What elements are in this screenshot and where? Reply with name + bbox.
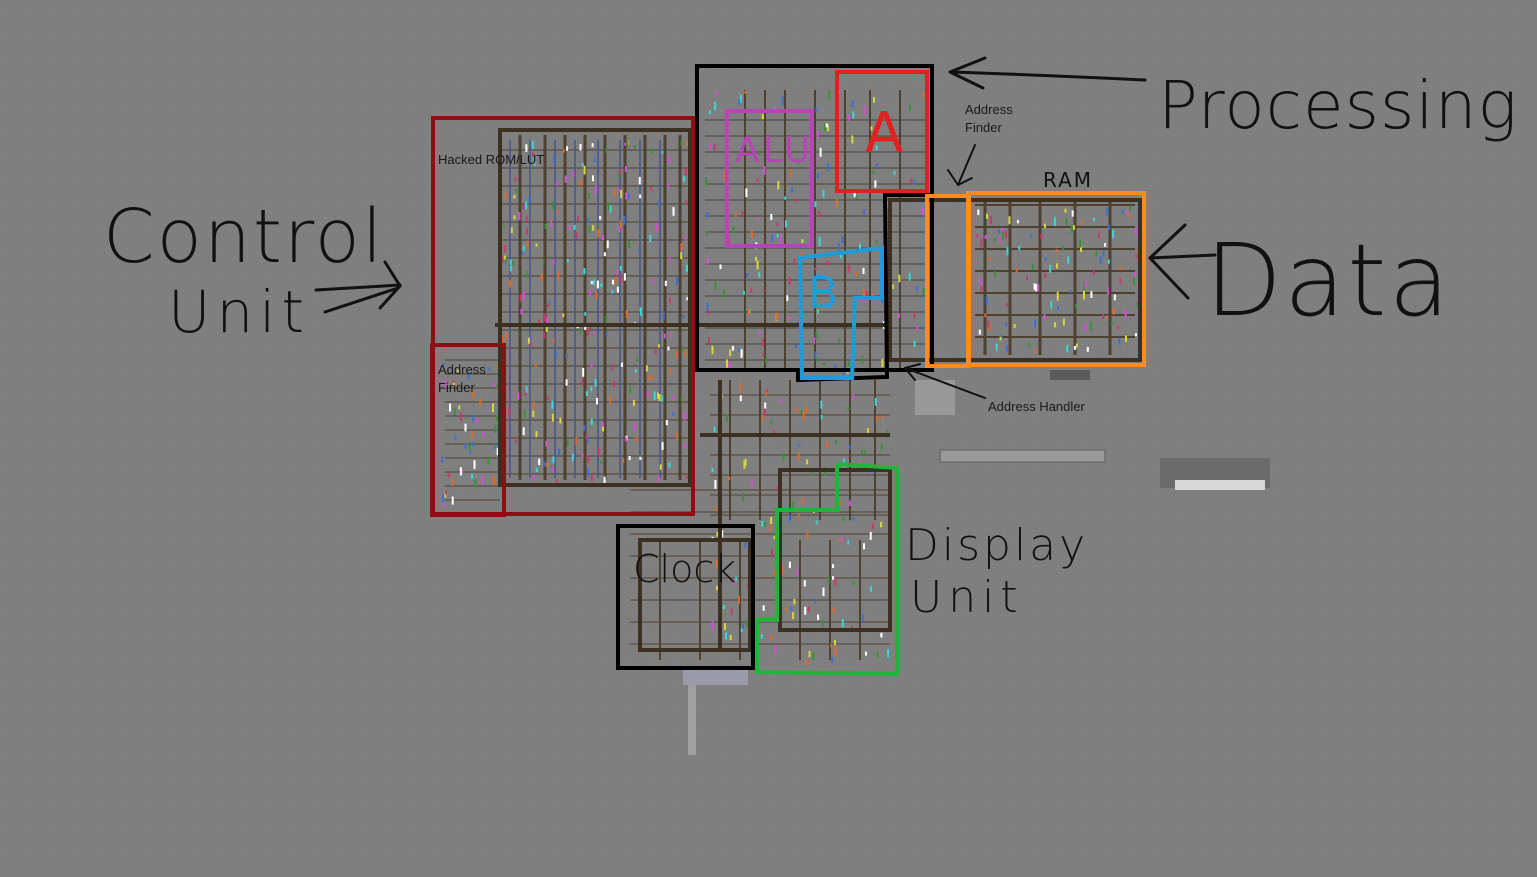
data-label: Data: [1205, 222, 1452, 339]
address-finder-top-label-2: Finder: [965, 120, 1003, 135]
control-unit-label: Unit: [168, 278, 310, 346]
ram-label: RAM: [1043, 168, 1093, 192]
register-a-label: A: [865, 101, 903, 166]
control-label: Control: [103, 194, 385, 280]
display-label: Display: [905, 520, 1088, 571]
address-handler-label: Address Handler: [988, 399, 1085, 414]
clock-label: Clock: [633, 547, 736, 591]
address-finder-left-label-2: Finder: [438, 380, 476, 395]
display-unit-label: Unit: [910, 572, 1024, 623]
processing-label: Processing: [1158, 67, 1518, 144]
register-b-label: B: [808, 268, 838, 319]
address-finder-left-label-1: Address: [438, 362, 486, 377]
alu-label: ALU: [735, 130, 813, 171]
address-finder-top-label-1: Address: [965, 102, 1013, 117]
hacked-rom-label: Hacked ROM/LUT: [438, 152, 544, 167]
